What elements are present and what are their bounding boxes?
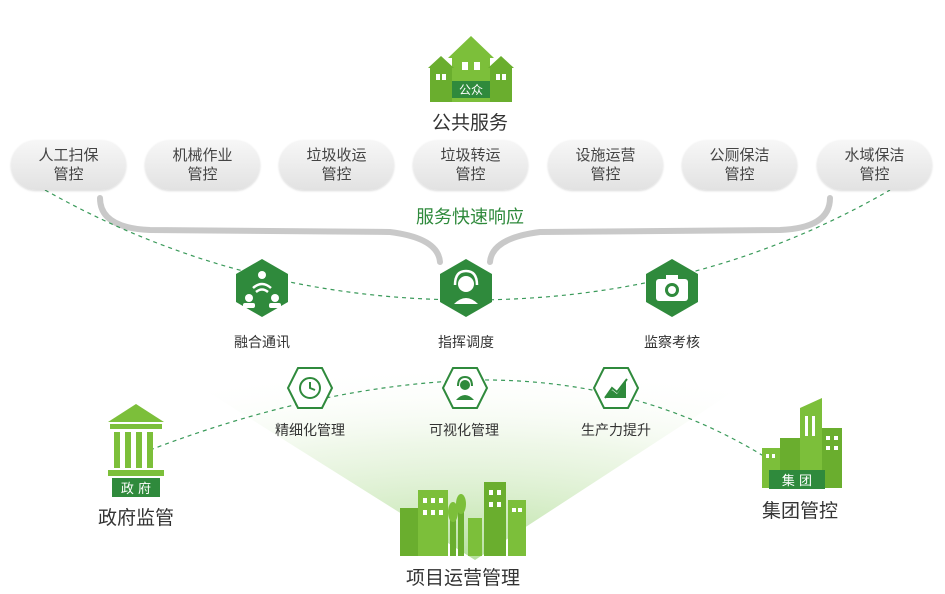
- service-line2: 管控: [53, 165, 84, 183]
- group-title: 集团管控: [761, 500, 838, 522]
- bracket-right: [487, 195, 833, 265]
- response-label: 服务快速响应: [416, 207, 524, 228]
- service-line1: 垃圾转运: [440, 146, 501, 164]
- service-pill-machinery[interactable]: 机械作业 管控: [145, 140, 260, 190]
- green-funnel: [30, 280, 905, 560]
- public-service-title: 公共服务: [431, 112, 508, 134]
- outline-label-productivity: 生产力提升: [581, 423, 651, 439]
- government-title: 政府监管: [97, 507, 174, 529]
- public-badge: 公众: [452, 81, 490, 98]
- bracket-left: [97, 195, 443, 265]
- outline-label-visual: 可视化管理: [429, 423, 499, 439]
- service-line2: 管控: [321, 165, 352, 183]
- people-network-icon[interactable]: [232, 258, 292, 318]
- service-line1: 机械作业: [172, 146, 233, 164]
- service-pill-garbage-collection[interactable]: 垃圾收运 管控: [279, 140, 394, 190]
- service-line1: 设施运营: [575, 146, 636, 164]
- hex-label-dispatch: 指挥调度: [438, 335, 494, 351]
- service-line1: 公厕保洁: [709, 146, 770, 164]
- service-line1: 垃圾收运: [306, 146, 367, 164]
- service-line2: 管控: [859, 165, 890, 183]
- agent-icon[interactable]: [441, 366, 489, 410]
- project-buildings-icon: [400, 482, 526, 556]
- camera-icon[interactable]: [642, 258, 702, 318]
- service-pill-garbage-transfer[interactable]: 垃圾转运 管控: [413, 140, 528, 190]
- service-line1: 水域保洁: [844, 146, 905, 164]
- growth-chart-icon[interactable]: [592, 366, 640, 410]
- hex-label-communication: 融合通讯: [234, 335, 290, 351]
- service-pill-toilet[interactable]: 公厕保洁 管控: [682, 140, 797, 190]
- group-badge: 集 团: [769, 470, 825, 489]
- public-building-icon: [428, 36, 514, 102]
- service-line2: 管控: [455, 165, 486, 183]
- headset-agent-icon[interactable]: [436, 258, 496, 318]
- service-line2: 管控: [187, 165, 218, 183]
- government-badge: 政 府: [112, 478, 160, 497]
- dashed-arc-mid: [149, 379, 771, 461]
- service-pill-water[interactable]: 水域保洁 管控: [817, 140, 932, 190]
- service-pill-facility[interactable]: 设施运营 管控: [548, 140, 663, 190]
- outline-label-refined: 精细化管理: [275, 423, 345, 439]
- clock-icon[interactable]: [286, 366, 334, 410]
- government-building-icon: [108, 404, 164, 476]
- project-title: 项目运营管理: [405, 567, 520, 589]
- service-line1: 人工扫保: [38, 146, 99, 164]
- service-pill-sweeping[interactable]: 人工扫保 管控: [11, 140, 126, 190]
- hex-label-inspection: 监察考核: [644, 335, 700, 351]
- service-line2: 管控: [590, 165, 621, 183]
- service-line2: 管控: [724, 165, 755, 183]
